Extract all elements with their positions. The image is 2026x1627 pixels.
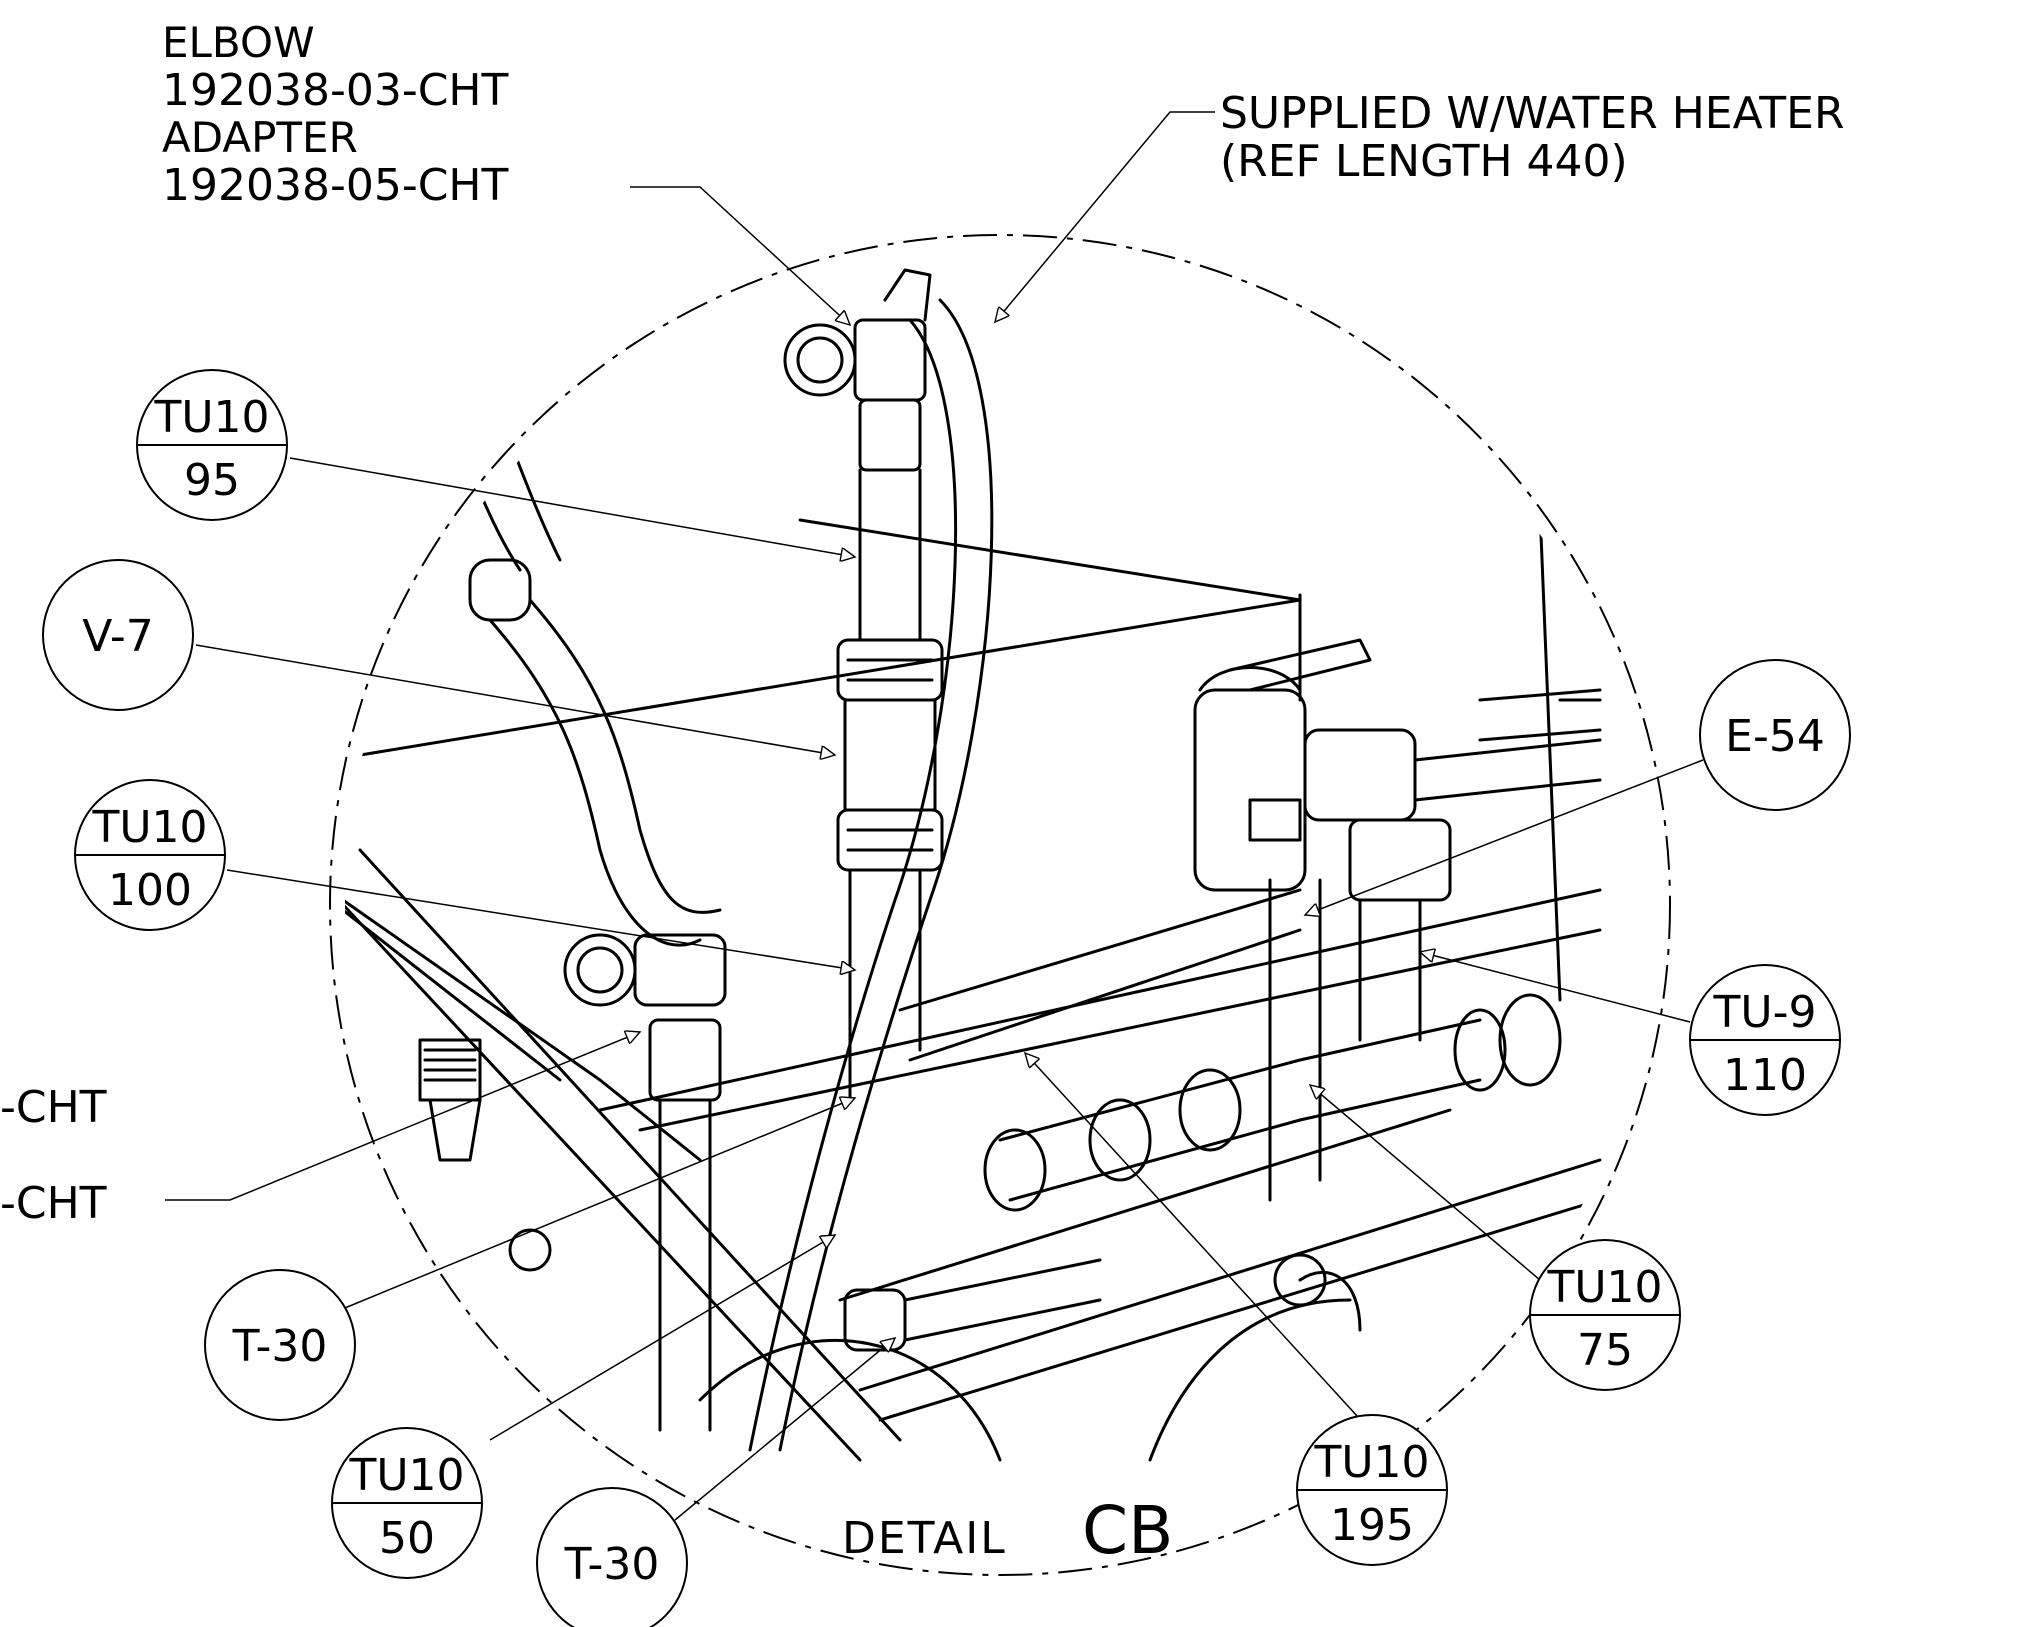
balloon-e54-text: E-54 [1725, 711, 1825, 762]
balloon-t30-upper: T-30 [204, 1269, 356, 1421]
balloon-tu10-75: TU10 75 [1529, 1239, 1681, 1391]
piping-assembly [345, 268, 1602, 1462]
balloon-tu10-95-top: TU10 [153, 392, 269, 443]
note-ref-length: (REF LENGTH 440) [1220, 136, 1628, 187]
leader-lines [165, 111, 1704, 1521]
balloon-tu9-110-top: TU-9 [1713, 987, 1817, 1038]
note-left-cut-1: -CHT [0, 1082, 107, 1133]
balloon-tu9-110-bottom: 110 [1723, 1050, 1807, 1101]
balloon-e54: E-54 [1699, 659, 1851, 811]
balloon-tu10-95-bottom: 95 [184, 455, 240, 506]
balloon-v7-text: V-7 [82, 611, 153, 662]
balloon-tu9-110: TU-9 110 [1689, 964, 1841, 1116]
detail-title-prefix: DETAIL [842, 1513, 1007, 1564]
note-adapter: ADAPTER [162, 113, 358, 162]
note-supplied-with-heater: SUPPLIED W/WATER HEATER [1220, 88, 1845, 139]
balloon-tu10-100-bottom: 100 [108, 865, 192, 916]
balloon-tu10-75-bottom: 75 [1577, 1325, 1633, 1376]
balloon-t30-lower: T-30 [536, 1487, 688, 1627]
balloon-tu10-50-bottom: 50 [379, 1513, 435, 1564]
balloon-tu10-95: TU10 95 [136, 369, 288, 521]
balloon-tu10-100: TU10 100 [74, 779, 226, 931]
detail-boundary [329, 234, 1671, 1576]
balloon-v7: V-7 [42, 559, 194, 711]
note-elbow: ELBOW [162, 18, 315, 67]
balloon-tu10-75-top: TU10 [1546, 1262, 1662, 1313]
balloon-tu10-195-top: TU10 [1313, 1437, 1429, 1488]
balloon-t30-lower-text: T-30 [564, 1539, 660, 1590]
balloon-tu10-100-top: TU10 [91, 802, 207, 853]
detail-title-id: CB [1082, 1492, 1173, 1569]
note-elbow-part-number: 192038-03-CHT [162, 65, 509, 116]
note-adapter-part-number: 192038-05-CHT [162, 160, 509, 211]
balloon-tu10-50: TU10 50 [331, 1427, 483, 1579]
balloon-t30-upper-text: T-30 [232, 1321, 328, 1372]
detail-title: DETAIL CB [842, 1492, 1173, 1569]
note-left-cut-2: -CHT [0, 1178, 107, 1229]
balloon-tu10-195-bottom: 195 [1330, 1500, 1414, 1551]
balloon-tu10-195: TU10 195 [1296, 1414, 1448, 1566]
balloon-tu10-50-top: TU10 [348, 1450, 464, 1501]
